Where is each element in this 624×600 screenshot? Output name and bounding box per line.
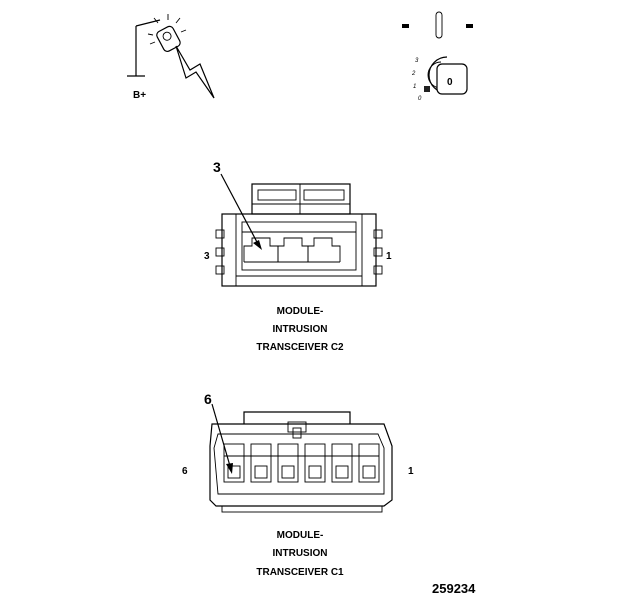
c2-caption-line-3: TRANSCEIVER C2 [256,342,344,353]
c1-pin-right: 1 [408,466,414,477]
c1-caption-line-2: INTRUSION [273,548,328,559]
c1-terminal-cavities [223,443,380,483]
connector-c1: 6 6 1 MODULE- INTRUSION TRANSCEIVER C1 [182,391,414,578]
c2-pin-left: 3 [204,251,210,262]
c2-callout: 3 [213,159,221,175]
c2-caption-line-1: MODULE- [277,306,324,317]
switch-position-3: 3 [415,58,419,64]
connector-c2: 3 3 1 MODULE- INTRUSION TRANSCEIVER C2 [204,159,392,353]
c1-caption-line-1: MODULE- [277,530,324,541]
c1-callout: 6 [204,391,212,407]
c1-pin-left: 6 [182,466,188,477]
figure-number: 259234 [432,581,476,596]
c1-caption-line-3: TRANSCEIVER C1 [256,567,344,578]
c2-pin-right: 1 [386,251,392,262]
key-label: 0 [447,77,453,88]
ignition-key-icon: 0 3 2 1 0 [402,11,473,102]
switch-position-2: 2 [411,71,416,77]
battery-test-light-icon: B+ [127,14,215,101]
b-plus-label: B+ [133,90,146,101]
switch-position-0: 0 [418,96,422,102]
switch-position-1: 1 [413,84,416,90]
c2-caption-line-2: INTRUSION [273,324,328,335]
